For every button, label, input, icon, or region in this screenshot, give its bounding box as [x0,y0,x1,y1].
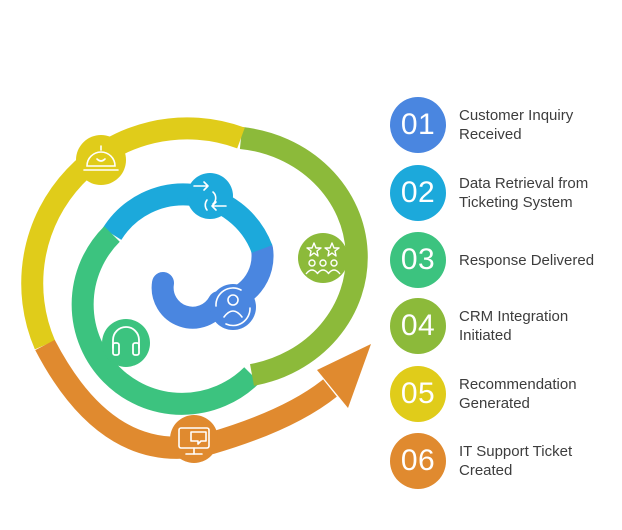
spiral-arrow-head [317,344,371,408]
step-label: Recommendation Generated [459,376,577,412]
step-item-01: 01 Customer Inquiry Received [390,97,622,153]
spiral-segment-olive [239,127,368,386]
step-item-02: 02 Data Retrieval from Ticketing System [390,165,622,221]
step-number-badge: 03 [390,232,446,288]
step-label: Data Retrieval from Ticketing System [459,175,589,211]
spiral-diagram [21,117,371,463]
step-number-badge: 05 [390,366,446,422]
transfer-arrows-icon [187,173,233,219]
service-bell-icon [76,135,126,185]
step-number-badge: 04 [390,298,446,354]
step-number-badge: 01 [390,97,446,153]
step-item-06: 06 IT Support Ticket Created [390,433,622,489]
step-label: Customer Inquiry Received [459,107,574,143]
spiral-segment-yellow [21,117,245,350]
step-number-badge: 02 [390,165,446,221]
step-label: CRM Integration Initiated [459,308,569,344]
step-item-03: 03 Response Delivered [390,232,622,288]
monitor-chat-icon [170,415,218,463]
spiral-segment-cyan [102,183,273,254]
headset-icon [102,319,150,367]
step-label: Response Delivered [459,251,595,269]
step-number-badge: 06 [390,433,446,489]
user-search-icon [210,284,256,330]
spiral-segment-green [71,226,260,415]
step-item-04: 04 CRM Integration Initiated [390,298,622,354]
step-item-05: 05 Recommendation Generated [390,366,622,422]
rating-stars-icon [298,233,348,283]
step-label: IT Support Ticket Created [459,443,573,479]
